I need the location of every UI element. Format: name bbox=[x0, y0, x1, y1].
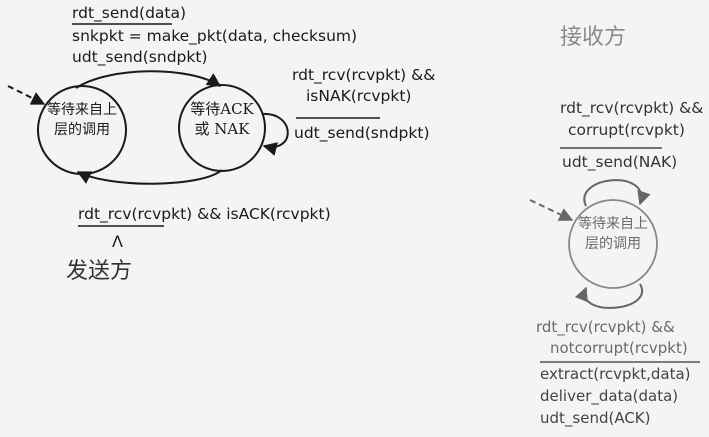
sender-ack-event: rdt_rcv(rcvpkt) && isACK(rcvpkt) bbox=[78, 205, 331, 223]
sender-wait-call-line2: 层的调用 bbox=[54, 122, 110, 138]
receiver-corrupt-loop bbox=[583, 179, 651, 207]
sender-ack-arc bbox=[76, 169, 223, 185]
receiver-notcorrupt-loop bbox=[574, 283, 644, 309]
sender-title: 发送方 bbox=[66, 259, 133, 284]
receiver-corrupt-event-1: rdt_rcv(rcvpkt) && bbox=[560, 99, 704, 117]
receiver-notcorrupt-action-3: udt_send(ACK) bbox=[540, 409, 651, 427]
sender-send-action-2: udt_send(sndpkt) bbox=[72, 48, 208, 66]
receiver-wait-call-line2: 层的调用 bbox=[585, 236, 641, 252]
sender-wait-call-line1: 等待来自上 bbox=[47, 102, 117, 118]
receiver-state-wait-call bbox=[568, 199, 658, 289]
receiver-notcorrupt-event-1: rdt_rcv(rcvpkt) && bbox=[536, 318, 675, 336]
sender-send-event: rdt_send(data) bbox=[72, 4, 187, 22]
sender-initial-arrow bbox=[7, 85, 46, 105]
receiver-corrupt-event-2: corrupt(rcvpkt) bbox=[568, 121, 685, 139]
receiver-initial-arrow bbox=[529, 199, 574, 221]
sender-nak-loop bbox=[261, 112, 289, 156]
sender-send-arc bbox=[75, 70, 222, 89]
sender-send-action-1: snkpkt = make_pkt(data, checksum) bbox=[72, 27, 358, 45]
sender-wait-ack-line1: 等待ACK bbox=[190, 100, 254, 118]
receiver-title: 接收方 bbox=[560, 25, 627, 50]
sender-nak-event-1: rdt_rcv(rcvpkt) && bbox=[292, 66, 436, 84]
sender-ack-action: Λ bbox=[112, 232, 123, 251]
sender-wait-ack-label: 等待ACK 或 NAK bbox=[180, 99, 264, 139]
receiver-notcorrupt-event-2: notcorrupt(rcvpkt) bbox=[550, 339, 688, 357]
receiver-wait-call-line1: 等待来自上 bbox=[578, 216, 648, 232]
sender-nak-action: udt_send(sndpkt) bbox=[294, 124, 430, 142]
sender-wait-ack-line2: 或 NAK bbox=[194, 120, 250, 138]
receiver-wait-call-label: 等待来自上 层的调用 bbox=[571, 214, 655, 254]
receiver-notcorrupt-action-1: extract(rcvpkt,data) bbox=[540, 365, 691, 383]
sender-nak-event-2: isNAK(rcvpkt) bbox=[306, 87, 412, 105]
receiver-corrupt-action: udt_send(NAK) bbox=[562, 153, 678, 171]
sender-wait-call-label: 等待来自上 层的调用 bbox=[40, 100, 124, 140]
receiver-notcorrupt-action-2: deliver_data(data) bbox=[540, 387, 679, 405]
